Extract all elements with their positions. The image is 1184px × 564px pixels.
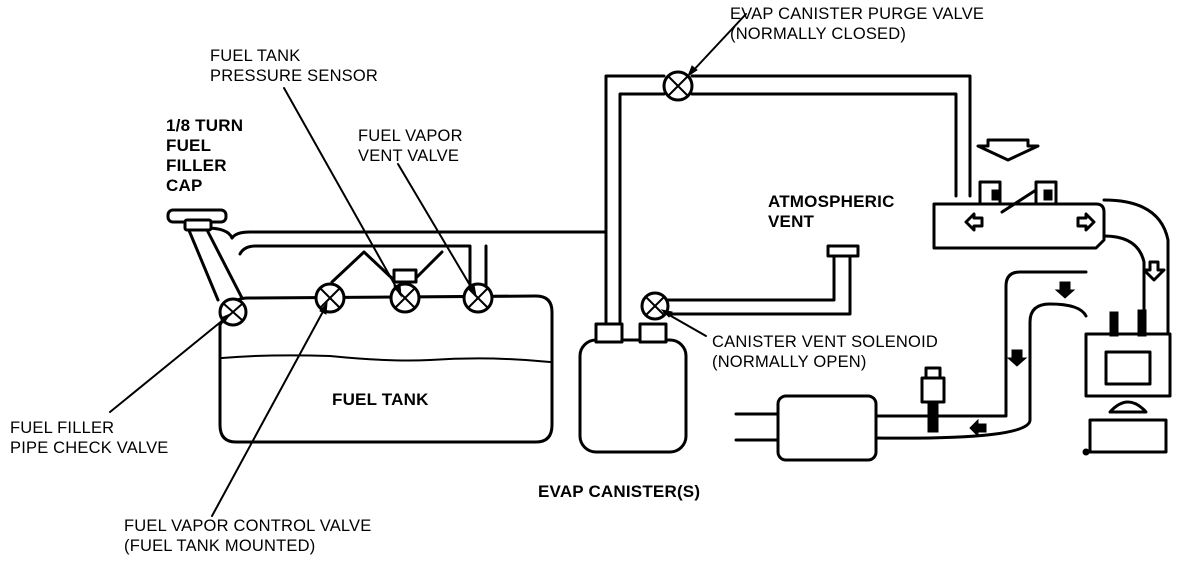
manifold-flow-arrow [1142,260,1166,282]
filler-cap-label: 1/8 TURN FUEL FILLER CAP [166,116,244,195]
vent-valve-label: FUEL VAPOR VENT VALVE [358,127,463,165]
engine [1082,309,1172,456]
fuel-filler-cap [166,208,228,232]
pressure-sensor-label: FUEL TANK PRESSURE SENSOR [210,47,379,85]
exhaust-flow-arrow-3 [969,418,987,438]
atmospheric-vent-label: ATMOSPHERIC VENT [768,192,895,231]
purge-lines [604,74,972,324]
filler-pipe [186,226,244,302]
throttle-flow-arrow-left [964,212,984,232]
evap-canister-purge-valve [662,70,694,102]
vapor-control-valve-label: FUEL VAPOR CONTROL VALVE (FUEL TANK MOUN… [124,517,372,555]
throttle-flow-arrow-right [1076,212,1096,232]
evap-canisters-label: EVAP CANISTER(S) [538,482,701,501]
purge-valve-label: EVAP CANISTER PURGE VALVE (NORMALLY CLOS… [730,5,985,43]
exhaust-system [734,270,1088,462]
leader-lines [109,13,747,517]
vent-solenoid-label: CANISTER VENT SOLENOID (NORMALLY OPEN) [712,333,938,371]
fuel-vapor-vent-valve [462,282,494,314]
fuel-vapor-control-valve [314,282,346,314]
tank-vapor-lines [230,230,608,290]
exhaust-flow-arrow-1 [1054,281,1076,299]
intake-airflow-arrow [976,138,1040,162]
filler-check-valve-label: FUEL FILLER PIPE CHECK VALVE [10,419,169,457]
fuel-tank-pressure-sensor [389,268,421,314]
throttle-body [932,180,1170,342]
fuel-tank [218,294,554,444]
exhaust-flow-arrow-2 [1006,349,1028,367]
atmospheric-vent-line [666,244,860,316]
canister-vent-solenoid [640,291,670,321]
evap-canister [578,322,688,454]
fuel-tank-label: FUEL TANK [332,390,429,409]
